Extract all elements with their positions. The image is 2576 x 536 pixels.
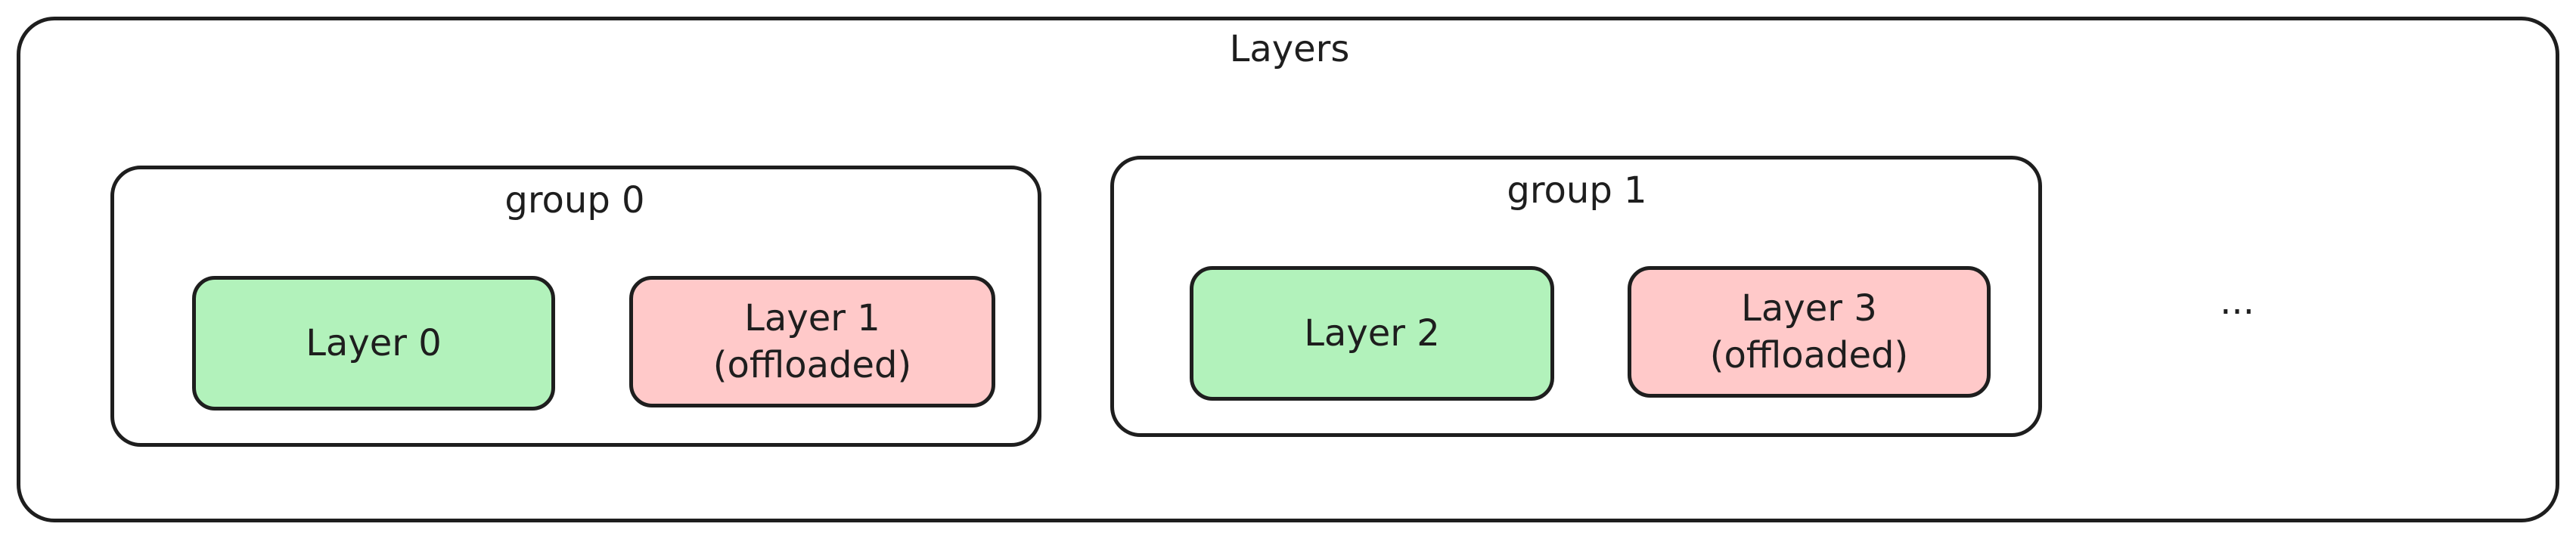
layer-0-label: Layer 0 — [306, 322, 442, 364]
layer-1-box: Layer 1 (offloaded) — [629, 276, 995, 407]
group-1 — [1110, 156, 2042, 437]
group-1-title: group 1 — [1507, 169, 1647, 212]
group-0 — [110, 166, 1041, 447]
ellipsis: ... — [2220, 280, 2255, 323]
layer-1-label: Layer 1 — [744, 297, 880, 339]
layers-title: Layers — [1229, 28, 1350, 70]
layer-0-box: Layer 0 — [192, 276, 555, 411]
layer-3-label: Layer 3 — [1741, 287, 1877, 330]
layer-3-box: Layer 3 (offloaded) — [1628, 266, 1991, 398]
group-0-title: group 0 — [504, 179, 645, 222]
layer-1-note: (offloaded) — [712, 344, 912, 386]
layer-2-box: Layer 2 — [1190, 266, 1554, 401]
layer-3-note: (offloaded) — [1709, 334, 1909, 376]
layer-2-label: Layer 2 — [1304, 312, 1440, 355]
layers-container — [17, 17, 2559, 522]
